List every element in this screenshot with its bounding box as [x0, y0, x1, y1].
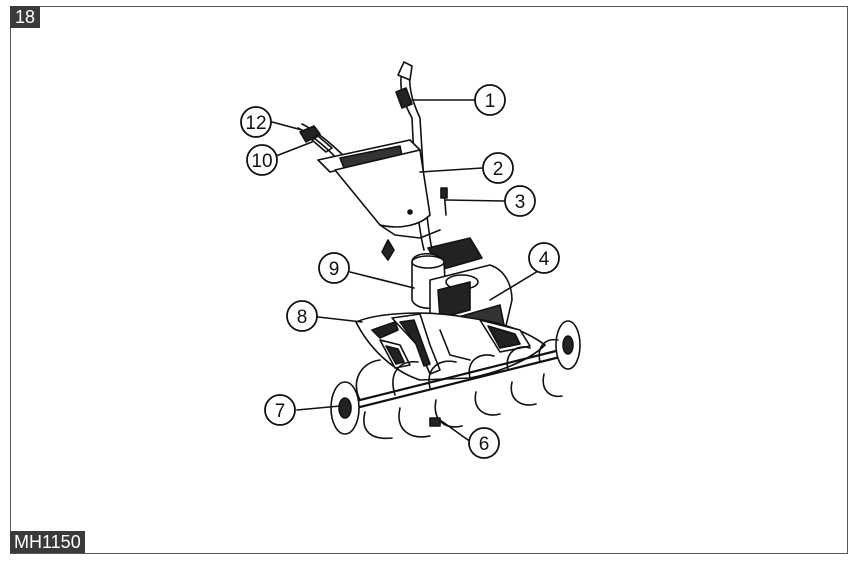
page-number-badge: 18	[10, 6, 40, 28]
callout-9: 9	[318, 252, 350, 284]
callout-2: 2	[482, 152, 514, 184]
svg-text:3: 3	[515, 192, 526, 213]
figure-frame	[10, 6, 848, 554]
callout-1: 1	[474, 84, 506, 116]
svg-text:8: 8	[297, 307, 308, 328]
callout-3: 3	[504, 185, 536, 217]
callout-4: 4	[528, 242, 560, 274]
svg-text:12: 12	[245, 113, 266, 134]
model-label: MH1150	[10, 531, 85, 553]
callout-10: 10	[246, 144, 278, 176]
callout-8: 8	[286, 300, 318, 332]
svg-text:1: 1	[485, 91, 496, 112]
handlebar	[297, 61, 448, 261]
svg-text:2: 2	[493, 159, 504, 180]
svg-text:6: 6	[479, 434, 490, 455]
svg-text:7: 7	[275, 401, 286, 422]
callout-7: 7	[264, 394, 296, 426]
svg-text:10: 10	[251, 151, 272, 172]
callout-6: 6	[468, 427, 500, 459]
fender-hood	[355, 312, 546, 381]
callout-12: 12	[240, 106, 272, 138]
svg-text:4: 4	[539, 249, 550, 270]
leader-lines	[271, 99, 544, 441]
tines	[330, 320, 581, 440]
svg-text:9: 9	[329, 259, 340, 280]
